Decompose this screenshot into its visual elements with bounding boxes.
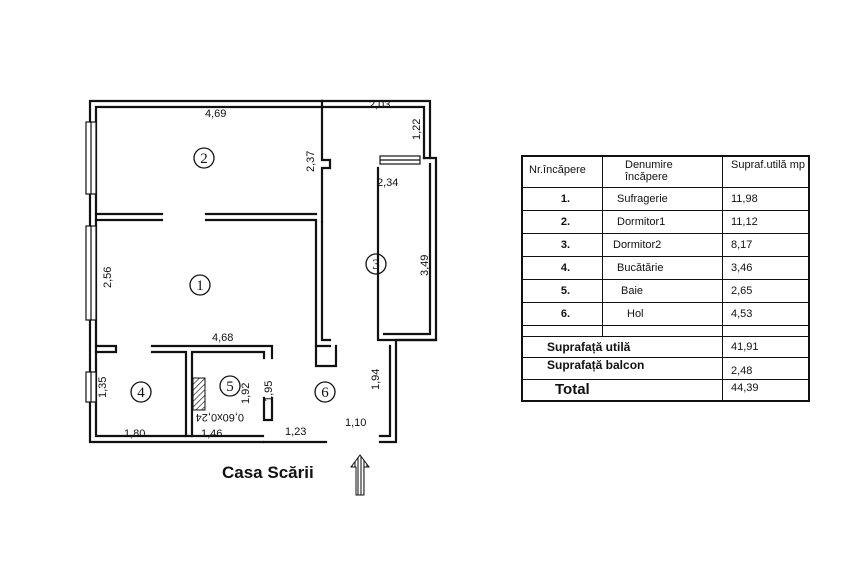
room1-bottom-wall-d — [190, 350, 266, 438]
room6-label: 6 — [321, 385, 329, 401]
table-row: 3. Dormitor2 8,17 — [523, 234, 808, 256]
partition-wall-c — [320, 220, 332, 342]
technical-duct — [192, 377, 206, 411]
table-row: 5. Baie 2,65 — [523, 280, 808, 302]
hall-top-wall-inner — [320, 105, 426, 160]
duct-label: 0,60x0,24 — [196, 411, 244, 423]
room1-circle — [189, 274, 211, 296]
header-supraf: Supraf.utilă mp — [731, 159, 805, 171]
room1-bottom-wall — [94, 344, 118, 354]
entrance-arrow-icon — [350, 454, 370, 496]
table-empty-row — [523, 326, 808, 336]
room3-circle — [365, 253, 387, 275]
total-row: Total 44,39 — [523, 380, 808, 400]
balcon-row: Suprafață balcon 2,48 — [523, 358, 808, 379]
header-nr: Nr.încăpere — [523, 157, 603, 187]
entry-wall-inner — [378, 344, 392, 438]
dim-top-hall: 2,03 — [369, 99, 390, 111]
room1-bottom-wall-c — [150, 350, 188, 438]
room5-label: 5 — [226, 379, 234, 395]
dim-r5-height-b: 1,95 — [263, 381, 275, 402]
rooms-table: Nr.încăpere Denumire încăpere Supraf.uti… — [521, 155, 810, 402]
room3-wall-inner — [382, 162, 432, 336]
dim-r4-height: 1,35 — [97, 377, 109, 398]
room4-circle — [130, 381, 152, 403]
dim-r5-height: 1,92 — [240, 383, 252, 404]
room2-label: 2 — [200, 151, 208, 167]
outer-wall-inner — [94, 105, 324, 438]
room6-circle — [314, 381, 336, 403]
caption-casa-scarii: Casa Scării — [222, 463, 314, 482]
table-header-row: Nr.încăpere Denumire încăpere Supraf.uti… — [523, 157, 808, 187]
table-row: 2. Dormitor1 11,12 — [523, 211, 808, 233]
dim-entry-width: 1,10 — [345, 417, 366, 429]
room1-bottom-wall-b — [150, 344, 274, 360]
room3-label: 3 — [372, 257, 380, 273]
table-row: 4. Bucătărie 3,46 — [523, 257, 808, 279]
dim-hall-right: 1,22 — [411, 119, 423, 140]
room6-wall — [262, 396, 274, 422]
table-row: 6. Hol 4,53 — [523, 303, 808, 325]
hall-top-wall — [320, 99, 432, 160]
header-denumire: Denumire încăpere — [603, 157, 723, 187]
dim-r2-height: 2,37 — [305, 151, 317, 172]
dim-r5-width: 1,46 — [201, 428, 222, 440]
utila-row: Suprafață utilă 41,91 — [523, 337, 808, 357]
dim-r2-width: 4,69 — [205, 108, 226, 120]
dim-r4-width: 1,80 — [124, 428, 145, 440]
room1-label: 1 — [196, 278, 204, 294]
dim-hall-entry-height: 1,94 — [370, 369, 382, 390]
dim-r1-width: 4,68 — [212, 332, 233, 344]
dim-r3-height: 3,49 — [419, 255, 431, 276]
table-row: 1. Sufragerie 11,98 — [523, 188, 808, 210]
dim-balcony: 2,34 — [377, 177, 398, 189]
room6-wall-b — [314, 344, 338, 368]
partition-wall — [320, 99, 332, 224]
room4-label: 4 — [137, 385, 145, 401]
room5-circle — [219, 375, 241, 397]
dim-r6-width: 1,23 — [285, 426, 306, 438]
dim-r1-height: 2,56 — [102, 267, 114, 288]
entry-wall — [378, 338, 438, 444]
room2-circle — [193, 147, 215, 169]
